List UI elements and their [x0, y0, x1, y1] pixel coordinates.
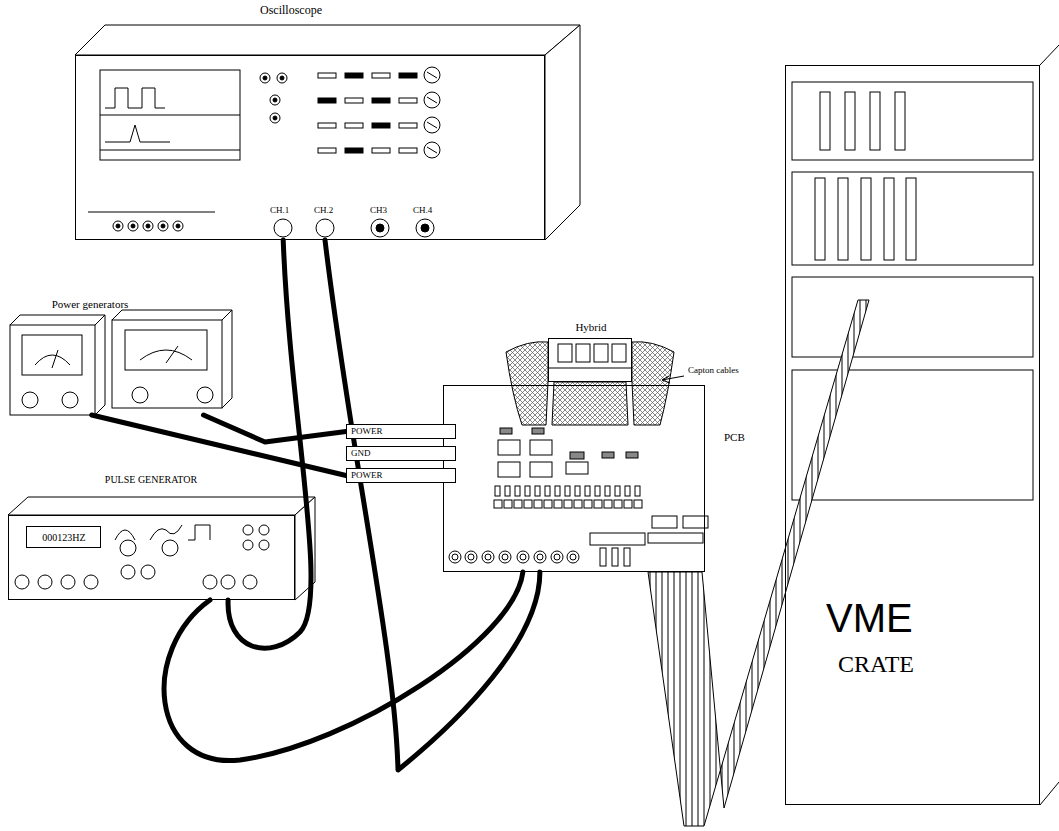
- ribbon-cable: [648, 300, 869, 826]
- node-label: Hybrid: [575, 321, 606, 333]
- hybrid-chips: [506, 342, 674, 425]
- signal-cable: [92, 415, 346, 476]
- vme-crate: VME CRATE: [785, 65, 1040, 805]
- node-label: PCB: [724, 431, 745, 443]
- power-connector: POWER: [346, 424, 456, 439]
- node-label: PULSE GENERATOR: [105, 474, 197, 485]
- power-generators: Power generators: [10, 320, 225, 415]
- channel-label: CH3: [370, 206, 387, 216]
- node-label: Power generators: [52, 298, 129, 310]
- signal-cable: [325, 240, 540, 770]
- node-label: GND: [351, 449, 371, 459]
- node-sublabel: CRATE: [838, 651, 914, 677]
- power-connector: POWER: [346, 468, 456, 483]
- hybrid-board: Hybrid: [548, 338, 632, 382]
- pulse-generator-body: [8, 497, 315, 600]
- channel-label: CH.1: [270, 206, 289, 216]
- pcb-board: PCBPOWERGNDPOWER: [443, 385, 705, 572]
- signal-cable: [164, 572, 523, 761]
- node-label: POWER: [351, 427, 383, 437]
- ground-connector: GND: [346, 446, 456, 461]
- capton-cable: [552, 382, 628, 425]
- oscilloscope-body: [75, 25, 580, 240]
- pcb-components: [449, 428, 708, 566]
- pulse-generator: PULSE GENERATOR000123HZ: [8, 515, 295, 600]
- node-label: Oscilloscope: [260, 4, 322, 17]
- channel-label: CH.4: [413, 206, 432, 216]
- oscilloscope-front: Oscilloscope: [75, 55, 545, 240]
- leader-arrow: [662, 376, 670, 383]
- channel-label: CH.2: [314, 206, 333, 216]
- power-generator-units: [10, 310, 232, 415]
- signal-cable: [204, 415, 347, 442]
- callout-label: Capton cables: [688, 366, 739, 376]
- node-label: POWER: [351, 471, 383, 481]
- node-label: VME: [826, 596, 913, 640]
- signal-cable: [228, 240, 311, 648]
- pcb-pin-rows: [494, 486, 642, 508]
- node-label: 000123HZ: [42, 532, 85, 543]
- frequency-display: 000123HZ: [26, 526, 101, 548]
